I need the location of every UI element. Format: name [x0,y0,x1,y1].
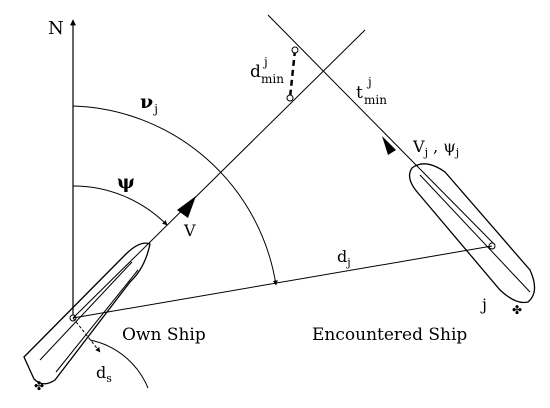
own-ship-hull [23,242,151,385]
cpa-target-point [291,46,299,54]
safety-radius-line [72,317,101,353]
own-ship-propeller-icon: ✤ [34,379,44,393]
t-min-label: t [356,83,363,103]
cpa-own-point [286,94,294,102]
target-velocity-arrowhead [382,136,396,155]
d-min-superscript: j [262,55,268,69]
north-label: N [48,18,64,39]
encountered-ship-propeller-icon: ✤ [512,303,522,317]
encountered-ship-hull [408,163,536,304]
own-ship-course-line [72,29,366,319]
own-ship-label: Own Ship [122,325,206,345]
safety-distance-label: ds [96,363,112,385]
encountered-ship-label: Encountered Ship [312,325,467,345]
own-velocity-label: V [183,221,196,240]
relative-distance-line [72,245,493,319]
t-min-subscript: min [364,93,387,107]
psi-angle-arc [72,185,168,226]
distance-label: dj [337,247,351,269]
target-velocity-label: Vj , ψj [412,137,459,159]
safety-domain-arc [89,339,149,389]
t-min-superscript: j [366,75,372,89]
d-min-subscript: min [261,72,284,86]
d-min-label: d [250,62,261,82]
psi-label: ψ [117,171,135,193]
nu-label: νj [140,91,158,116]
d-min-segment [288,49,297,99]
target-index-label: j [480,295,487,314]
own-velocity-arrowhead [177,196,196,218]
target-course-line [267,14,496,246]
nu-angle-arc [72,105,278,286]
